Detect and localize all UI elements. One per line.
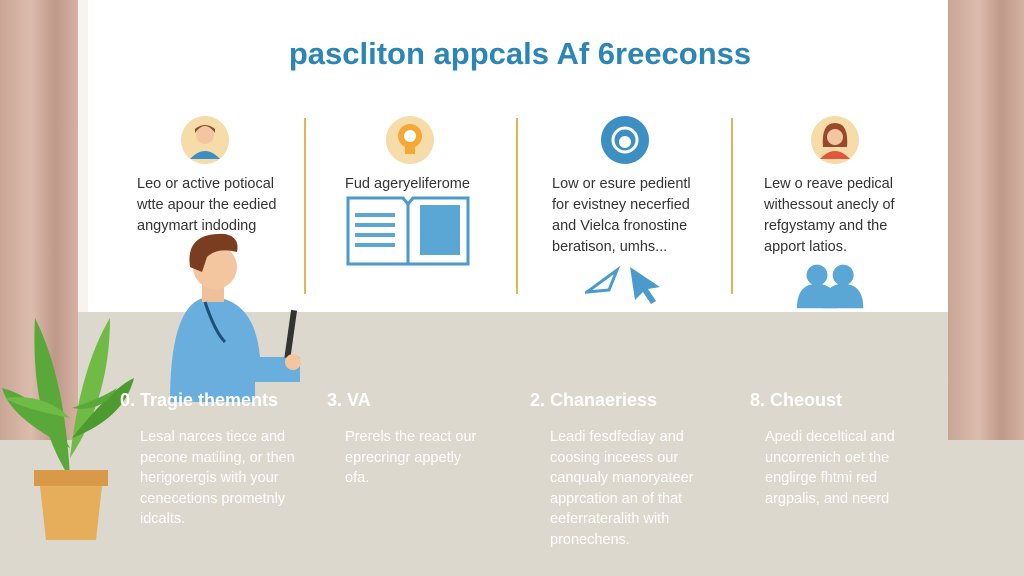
step-heading: 0. Tragie thements xyxy=(120,390,279,410)
floor xyxy=(0,312,1024,576)
lightbulb-icon xyxy=(386,116,434,164)
open-book-icon xyxy=(346,196,470,266)
step-heading: 8. Cheoust xyxy=(750,390,843,410)
doctor-illustration xyxy=(170,233,301,402)
right-curtain xyxy=(948,0,1024,440)
page-title: pascliton appcals Af 6reeconss xyxy=(288,36,752,71)
cursor-icon xyxy=(585,265,660,304)
headset-icon xyxy=(601,116,649,164)
person-avatar-icon xyxy=(181,116,229,164)
step-heading: 2. Chanaeriess xyxy=(530,390,658,410)
woman-avatar-icon xyxy=(811,116,859,164)
step-heading: 3. VA xyxy=(327,390,371,410)
potted-plant xyxy=(2,318,134,540)
divider xyxy=(516,118,518,294)
people-icon xyxy=(796,264,864,309)
divider xyxy=(304,118,306,294)
top-item-text: Fud ageryeliferome xyxy=(345,176,470,192)
divider xyxy=(731,118,733,294)
